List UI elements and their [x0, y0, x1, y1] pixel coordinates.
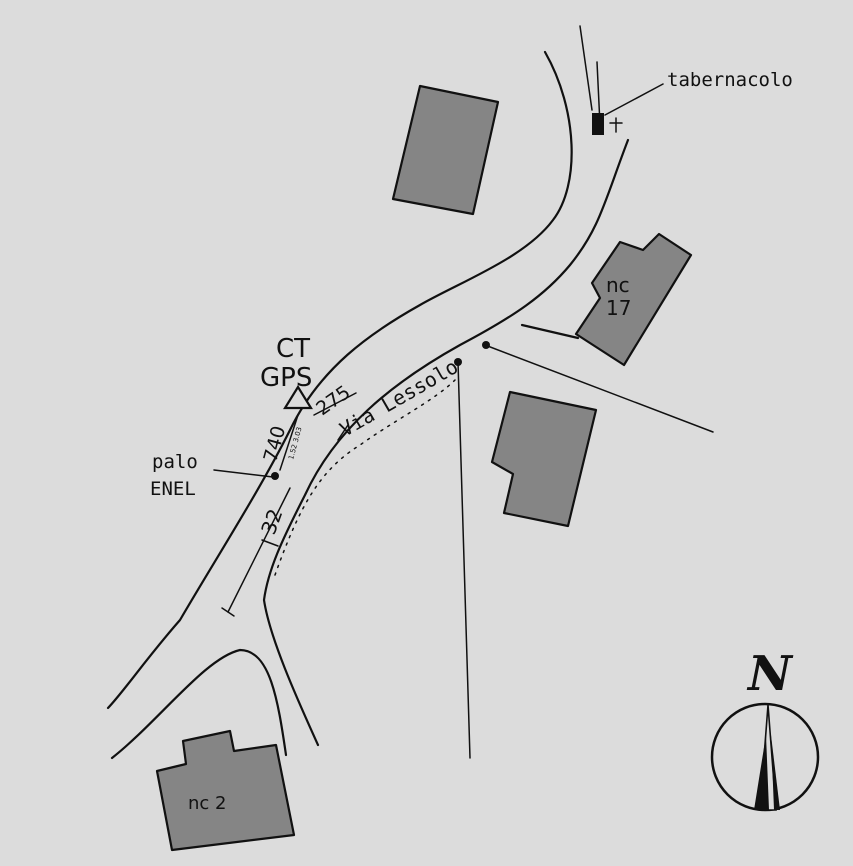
- enel-label: ENEL: [150, 478, 196, 500]
- palo-leader: [213, 469, 274, 478]
- building-nc2: [155, 729, 296, 852]
- nc17-label-line2: 17: [606, 296, 631, 320]
- street-tick: [337, 424, 349, 441]
- survey-point-east: [482, 341, 490, 349]
- tabernacolo-leader: [604, 83, 664, 116]
- building-east: [490, 390, 598, 528]
- survey-line-east: [484, 344, 714, 433]
- path-north-1: [579, 25, 593, 111]
- dim-32-label: 32: [256, 506, 287, 538]
- nc17-label-line1: nc: [606, 273, 630, 297]
- road-edge-southwest: [110, 648, 288, 760]
- survey-line-vertical: [457, 361, 471, 759]
- tabernacolo-icon: [592, 113, 604, 135]
- tabernacolo-label: tabernacolo: [667, 69, 793, 91]
- palo-enel-marker: [271, 472, 279, 480]
- dim-275-line: [313, 392, 357, 416]
- north-arrow-fill: [754, 735, 769, 810]
- dim-740-line: [279, 414, 299, 471]
- dim-32-eq: [261, 539, 279, 547]
- building-nc17: [574, 232, 693, 367]
- ct-label: CT: [276, 334, 310, 364]
- driveway-line: [520, 323, 580, 340]
- north-arrow-fill-2: [771, 735, 780, 810]
- building-north: [391, 84, 500, 216]
- embankment-line: [274, 379, 456, 576]
- dim-740: 740: [260, 424, 291, 465]
- north-label: N: [746, 646, 794, 702]
- dim-32-tick: [221, 607, 235, 617]
- dim-32-line: [227, 487, 291, 613]
- road-edge-southeast: [262, 138, 630, 747]
- nc2-label: nc 2: [188, 793, 226, 814]
- survey-point-mid: [454, 358, 462, 366]
- palo-label: palo: [152, 451, 198, 473]
- road-edge-northwest: [106, 50, 573, 710]
- gps-triangle-icon: [283, 384, 313, 410]
- street-label: Via Lessolo: [336, 354, 463, 441]
- gps-label: GPS: [260, 363, 312, 393]
